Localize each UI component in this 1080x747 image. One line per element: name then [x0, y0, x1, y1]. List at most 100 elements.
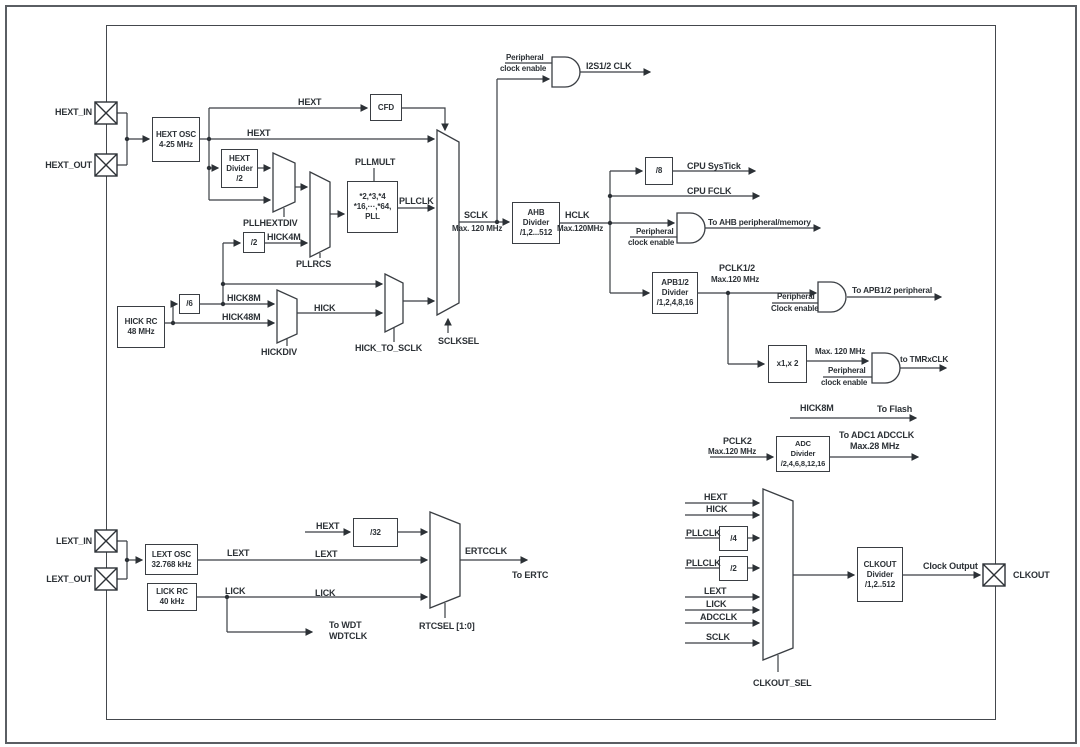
- pll-block: *2,*3,*4 *16,···,*64, PLL: [347, 181, 398, 233]
- apb-enable-line1: Peripheral: [777, 292, 815, 301]
- pllrcs-label: PLLRCS: [296, 259, 332, 269]
- cpu-fclk-output: CPU FCLK: [687, 186, 732, 196]
- to-adc1-output: To ADC1 ADCCLK: [839, 430, 915, 440]
- clkout-div2-block: /2: [719, 556, 748, 581]
- page-border: [5, 5, 1077, 744]
- to-ahb-output: To AHB peripheral/memory: [708, 217, 811, 227]
- rtcsel-mux: [429, 511, 461, 609]
- chip-boundary: [106, 25, 996, 720]
- hick48m-signal: HICK48M: [222, 312, 261, 322]
- hick-to-sclk-label: HICK_TO_SCLK: [355, 343, 423, 353]
- clkout-pllclk-a-signal: PLLCLK: [686, 528, 721, 538]
- i2s-clk-output: I2S1/2 CLK: [586, 61, 632, 71]
- hext-in-pad: [94, 101, 118, 125]
- hext-main-signal: HEXT: [247, 128, 271, 138]
- hext-in-label: HEXT_IN: [55, 107, 92, 117]
- cfd-block: CFD: [370, 94, 402, 121]
- hick-div6-block: /6: [179, 294, 200, 314]
- sclksel-mux: [436, 128, 460, 317]
- lext-in-pad: [94, 529, 118, 553]
- clkout-pad-label: CLKOUT: [1013, 570, 1050, 580]
- pclk12-signal: PCLK1/2: [719, 263, 755, 273]
- lext-signal-b: LEXT: [315, 549, 338, 559]
- ahb-enable-line1: Peripheral: [636, 227, 674, 236]
- clkout-div4-block: /4: [719, 526, 748, 551]
- clkout-lick-signal: LICK: [706, 599, 727, 609]
- lext-signal-a: LEXT: [227, 548, 250, 558]
- clkout-divider-block: CLKOUT Divider /1,2..512: [857, 547, 903, 602]
- hickdiv-mux: [276, 288, 298, 345]
- to-ertc-output: To ERTC: [512, 570, 549, 580]
- hext-out-pad: [94, 153, 118, 177]
- to-apb-output: To APB1/2 peripheral: [852, 285, 932, 295]
- apb-enable-line2: Clock enable: [771, 304, 819, 313]
- hext-osc-block: HEXT OSC 4-25 MHz: [152, 117, 200, 162]
- hext-out-label: HEXT_OUT: [45, 160, 92, 170]
- lick-rc-block: LICK RC 40 kHz: [147, 583, 197, 611]
- tmr-multiplier-block: x1,x 2: [768, 345, 807, 383]
- lext-out-pad: [94, 567, 118, 591]
- to-tmrx-output: to TMRxCLK: [900, 354, 949, 364]
- sclksel-label: SCLKSEL: [438, 336, 479, 346]
- sclk-max-label: Max. 120 MHz: [452, 224, 503, 233]
- systick-div8-block: /8: [645, 157, 673, 185]
- apb-clock-gate: [817, 281, 847, 313]
- adc-max-label: Max.28 MHz: [850, 441, 900, 451]
- pclk2-max-label: Max.120 MHz: [708, 447, 757, 456]
- pllhextdiv-mux: [272, 151, 296, 214]
- tmr-enable-line1: Peripheral: [828, 366, 866, 375]
- hick8m-flash-signal: HICK8M: [800, 403, 834, 413]
- clkout-sel-label: CLKOUT_SEL: [753, 678, 812, 688]
- clkout-lext-signal: LEXT: [704, 586, 727, 596]
- hick8m-signal: HICK8M: [227, 293, 261, 303]
- lick-signal-b: LICK: [315, 588, 336, 598]
- clkout-hick-signal: HICK: [706, 504, 728, 514]
- hclk-signal: HCLK: [565, 210, 590, 220]
- pllrcs-mux: [309, 170, 331, 259]
- ahb-divider-block: AHB Divider /1,2...512: [512, 202, 560, 244]
- clock-output-label: Clock Output: [923, 561, 978, 571]
- hext-divider-block: HEXT Divider /2: [221, 149, 258, 188]
- hclk-max-label: Max.120MHz: [557, 224, 604, 233]
- hickdiv-label: HICKDIV: [261, 347, 297, 357]
- apb-divider-block: APB1/2 Divider /1,2,4,8,16: [652, 272, 698, 314]
- hick-rc-block: HICK RC 48 MHz: [117, 306, 165, 348]
- cpu-systick-output: CPU SysTick: [687, 161, 741, 171]
- hext-ertc-signal: HEXT: [316, 521, 340, 531]
- ahb-enable-line2: clock enable: [628, 238, 675, 247]
- clkout-pad: [982, 563, 1006, 587]
- clkout-adcclk-signal: ADCCLK: [700, 612, 738, 622]
- adc-divider-block: ADC Divider /2,4,6,8,12,16: [776, 436, 830, 472]
- to-flash-output: To Flash: [877, 404, 913, 414]
- junction-dots: [124, 136, 731, 600]
- i2s-clock-gate: [551, 56, 581, 88]
- lext-osc-block: LEXT OSC 32.768 kHz: [145, 544, 198, 575]
- clkout-sclk-signal: SCLK: [706, 632, 730, 642]
- pllclk-signal: PLLCLK: [399, 196, 434, 206]
- hick-div2-block: /2: [243, 232, 265, 253]
- lext-out-label: LEXT_OUT: [46, 574, 92, 584]
- pllhextdiv-label: PLLHEXTDIV: [243, 218, 298, 228]
- clkout-hext-signal: HEXT: [704, 492, 728, 502]
- tmr-enable-line2: clock enable: [821, 378, 868, 387]
- ertcclk-signal: ERTCCLK: [465, 546, 507, 556]
- lick-signal-a: LICK: [225, 586, 246, 596]
- ahb-clock-gate: [676, 212, 706, 244]
- lext-in-label: LEXT_IN: [56, 536, 92, 546]
- rtcsel-label: RTCSEL [1:0]: [419, 621, 475, 631]
- i2s-enable-line1: Peripheral: [506, 53, 544, 62]
- tmr-clock-gate: [871, 352, 901, 384]
- clkout-pllclk-b-signal: PLLCLK: [686, 558, 721, 568]
- pclk2-signal: PCLK2: [723, 436, 752, 446]
- pclk12-max-label: Max.120 MHz: [711, 275, 760, 284]
- ertc-div32-block: /32: [353, 518, 398, 547]
- to-wdt-output: To WDT WDTCLK: [329, 620, 368, 641]
- hick4m-signal: HICK4M: [267, 232, 301, 242]
- clkout-sel-mux: [762, 488, 794, 661]
- sclk-signal: SCLK: [464, 210, 488, 220]
- pllmult-signal: PLLMULT: [355, 157, 396, 167]
- hext-cfd-signal: HEXT: [298, 97, 322, 107]
- hick-signal: HICK: [314, 303, 336, 313]
